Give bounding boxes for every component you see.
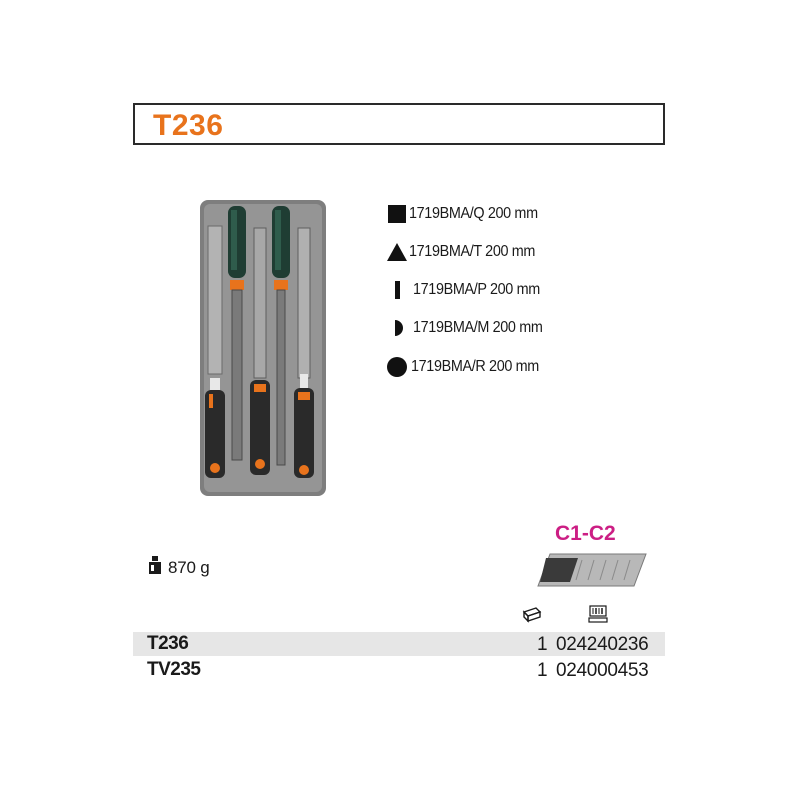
half-round-icon [385, 316, 409, 340]
product-code: TV235 [147, 659, 201, 680]
weight-icon [148, 556, 162, 579]
legend-item: 1719BMA/T 200 mm [385, 240, 549, 264]
legend-item: 1719BMA/R 200 mm [385, 355, 553, 379]
legend-item-text: 1719BMA/T 200 mm [409, 243, 536, 260]
legend-item: 1719BMA/M 200 mm [385, 316, 557, 340]
flat-bar-icon [385, 278, 409, 302]
product-barcode-number: 024240236 [556, 634, 649, 655]
header-box: T236 [133, 103, 665, 145]
legend-item-text: 1719BMA/M 200 mm [413, 319, 543, 336]
tray-thumbnail-image [537, 553, 647, 587]
barcode-icon [588, 605, 608, 623]
triangle-icon [385, 240, 409, 264]
product-code: T236 [147, 633, 189, 654]
weight-info: 870 g [148, 556, 210, 579]
square-icon [385, 202, 409, 226]
legend-item-text: 1719BMA/Q 200 mm [409, 205, 538, 222]
legend-item: 1719BMA/P 200 mm [385, 278, 554, 302]
weight-value: 870 g [168, 557, 210, 577]
table-row: TV235 1 024000453 [133, 658, 665, 682]
file-set-tray-image [200, 200, 326, 496]
configuration-label: C1-C2 [555, 522, 616, 545]
product-quantity: 1 [537, 660, 548, 681]
table-row: T236 1 024240236 [133, 632, 665, 656]
page-title: T236 [153, 109, 224, 142]
legend-item: 1719BMA/Q 200 mm [385, 202, 552, 226]
product-quantity: 1 [537, 634, 548, 655]
legend-item-text: 1719BMA/P 200 mm [413, 281, 540, 298]
legend-item-text: 1719BMA/R 200 mm [411, 358, 539, 375]
product-barcode-number: 024000453 [556, 660, 649, 681]
tray-pack-icon [522, 607, 542, 623]
circle-icon [385, 355, 409, 379]
